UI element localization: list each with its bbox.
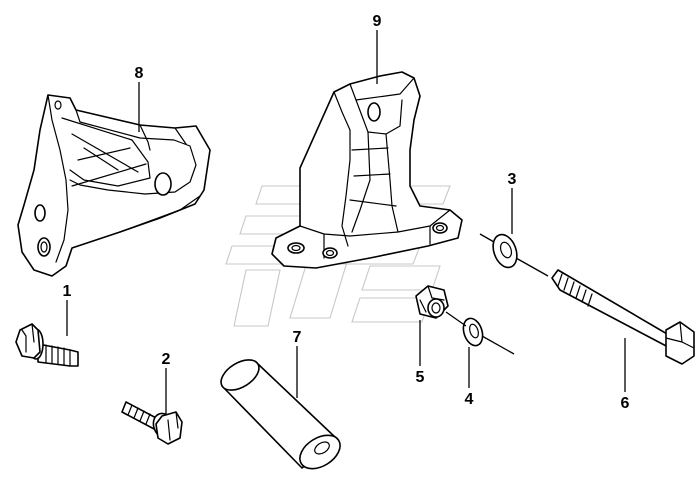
right-bracket-part	[271, 71, 463, 269]
callout-labels: 1 2 3 4 5 6 7 8 9	[63, 13, 630, 412]
callout-9: 9	[373, 13, 382, 30]
washer-large-part	[479, 233, 549, 277]
callout-7: 7	[293, 329, 302, 346]
washer-small-part	[445, 311, 515, 355]
left-bracket-part	[17, 94, 211, 277]
flange-bolt-short-part	[15, 323, 79, 367]
cylindrical-spacer-part	[220, 359, 341, 470]
callout-5: 5	[416, 369, 425, 386]
callout-6: 6	[621, 395, 630, 412]
callout-2: 2	[162, 351, 171, 368]
callout-3: 3	[508, 171, 517, 188]
callout-4: 4	[465, 391, 474, 408]
long-hex-bolt-part	[551, 269, 695, 365]
callout-1: 1	[63, 283, 72, 300]
flange-bolt-small-part	[121, 401, 183, 445]
callout-8: 8	[135, 65, 144, 82]
hex-nut-part	[415, 285, 449, 319]
callout-leaders	[66, 30, 626, 414]
